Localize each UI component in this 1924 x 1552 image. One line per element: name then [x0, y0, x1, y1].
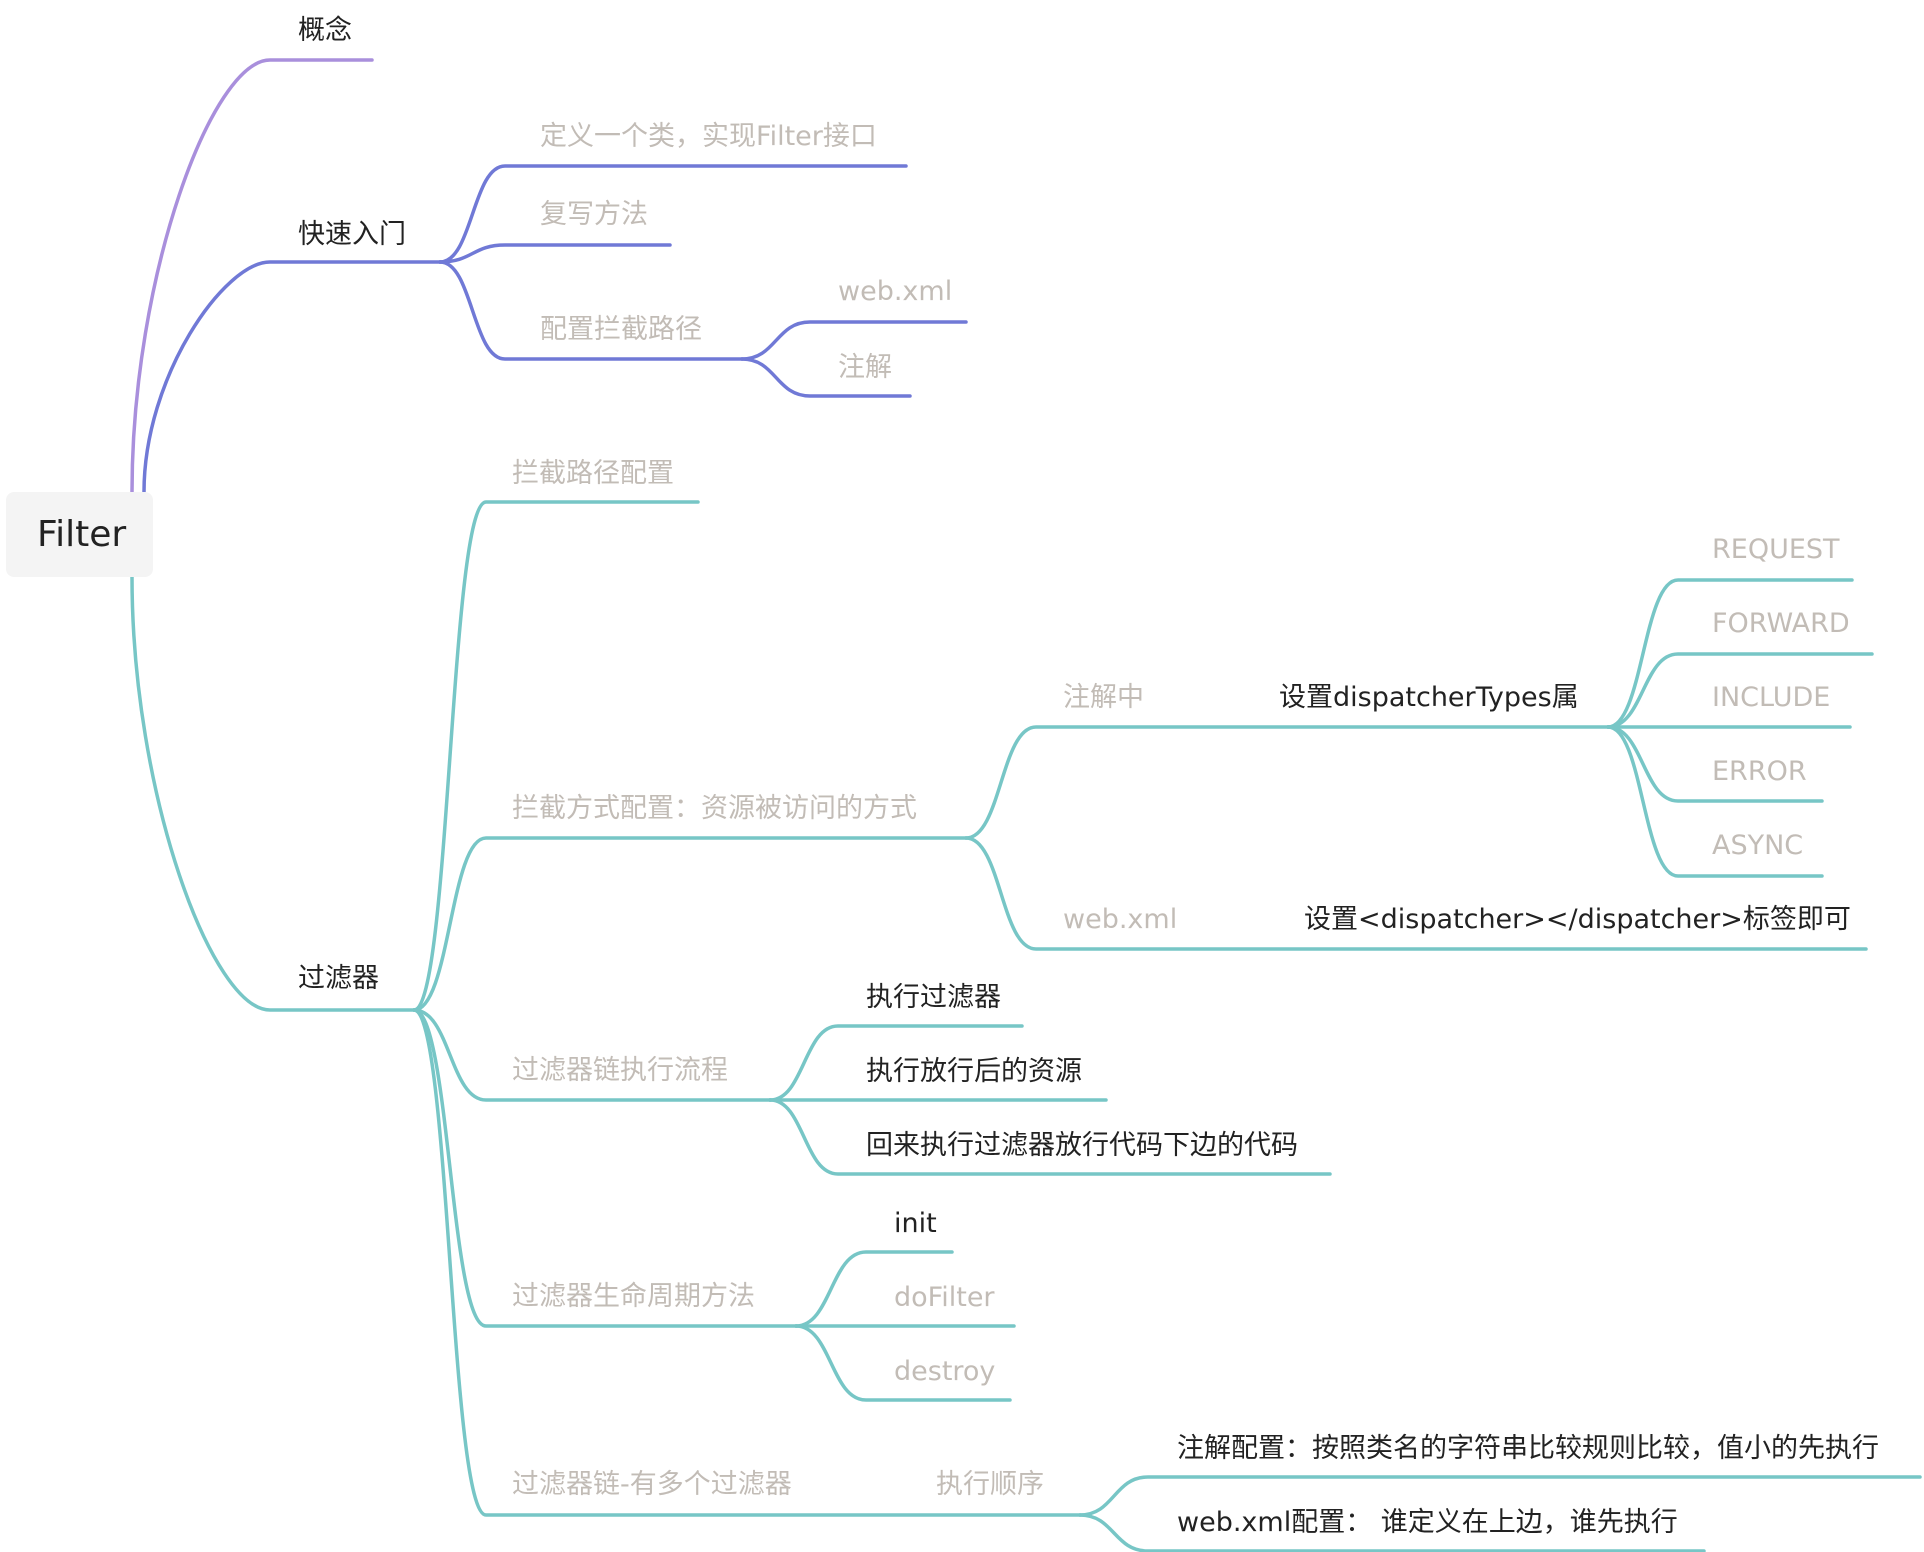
edge-f-mode-webxml [964, 836, 1868, 951]
edge-qs-cfg-annotation [740, 357, 912, 398]
node-f-multi[interactable]: 过滤器链-有多个过滤器 [512, 1469, 792, 1500]
node-concept[interactable]: 概念 [298, 15, 352, 46]
edge-qs-config [438, 260, 744, 361]
edge-dt-forward [1606, 652, 1874, 729]
edge-dt-request [1606, 578, 1854, 729]
node-f-mode-annotation[interactable]: 注解中 [1063, 682, 1144, 713]
node-dt-forward[interactable]: FORWARD [1712, 608, 1850, 639]
node-f-chain-flow[interactable]: 过滤器链执行流程 [512, 1055, 728, 1086]
edge-order-webxml [1078, 1513, 1706, 1552]
node-f-path[interactable]: 拦截路径配置 [512, 458, 674, 489]
node-flow-3[interactable]: 回来执行过滤器放行代码下边的代码 [866, 1130, 1298, 1161]
node-f-mode[interactable]: 拦截方式配置：资源被访问的方式 [512, 793, 917, 824]
edge-f-multi [412, 1008, 1082, 1517]
node-qs-cfg-webxml[interactable]: web.xml [838, 276, 953, 307]
edge-qs-cfg-webxml [740, 320, 968, 361]
edge-f-mode [412, 836, 968, 1012]
edge-f-path [412, 500, 700, 1012]
edge-f-lifecycle [412, 1008, 798, 1328]
edge-qs-override [438, 243, 672, 264]
node-dt-request[interactable]: REQUEST [1712, 534, 1840, 565]
root-node-label: Filter [37, 514, 127, 555]
node-dt-include[interactable]: INCLUDE [1712, 682, 1831, 713]
edge-root-concept [130, 58, 374, 494]
node-f-lifecycle[interactable]: 过滤器生命周期方法 [512, 1281, 755, 1312]
node-qs-cfg-annotation[interactable]: 注解 [838, 352, 892, 383]
node-f-mode-annotation-set[interactable]: 设置dispatcherTypes属 [1279, 682, 1579, 713]
node-flow-2[interactable]: 执行放行后的资源 [866, 1056, 1082, 1087]
edge-dt-async [1606, 725, 1824, 878]
node-quickstart[interactable]: 快速入门 [298, 219, 406, 250]
edge-root-quickstart [142, 260, 442, 494]
edge-qs-define [438, 164, 908, 264]
node-dt-error[interactable]: ERROR [1712, 756, 1807, 787]
root-node[interactable] [6, 492, 153, 577]
node-f-mode-webxml-set[interactable]: 设置<dispatcher></dispatcher>标签即可 [1304, 904, 1851, 935]
edge-flow-1 [768, 1024, 1024, 1102]
edge-lc-destroy [794, 1324, 1012, 1402]
node-f-mode-webxml[interactable]: web.xml [1063, 904, 1178, 935]
node-multi-order[interactable]: 执行顺序 [936, 1469, 1044, 1500]
node-qs-override[interactable]: 复写方法 [540, 199, 648, 230]
edge-f-mode-annotation [964, 725, 1610, 840]
edge-order-annotation [1078, 1475, 1922, 1517]
edge-dt-error [1606, 725, 1824, 803]
mindmap-edges [130, 58, 1922, 1552]
edge-lc-init [794, 1250, 954, 1328]
node-flow-1[interactable]: 执行过滤器 [866, 982, 1001, 1013]
node-qs-config[interactable]: 配置拦截路径 [540, 314, 702, 345]
node-dt-async[interactable]: ASYNC [1712, 830, 1804, 861]
node-filter[interactable]: 过滤器 [298, 963, 379, 994]
edge-root-filter [130, 575, 416, 1012]
node-lc-destroy[interactable]: destroy [894, 1356, 996, 1387]
edge-f-chain-flow [412, 1008, 772, 1102]
node-order-webxml[interactable]: web.xml配置： 谁定义在上边，谁先执行 [1177, 1507, 1678, 1538]
node-qs-define[interactable]: 定义一个类，实现Filter接口 [540, 121, 877, 152]
node-lc-init[interactable]: init [894, 1208, 937, 1239]
node-lc-dofilter[interactable]: doFilter [894, 1282, 995, 1313]
node-order-annotation[interactable]: 注解配置：按照类名的字符串比较规则比较，值小的先执行 [1177, 1433, 1879, 1464]
edge-flow-3 [768, 1098, 1332, 1176]
